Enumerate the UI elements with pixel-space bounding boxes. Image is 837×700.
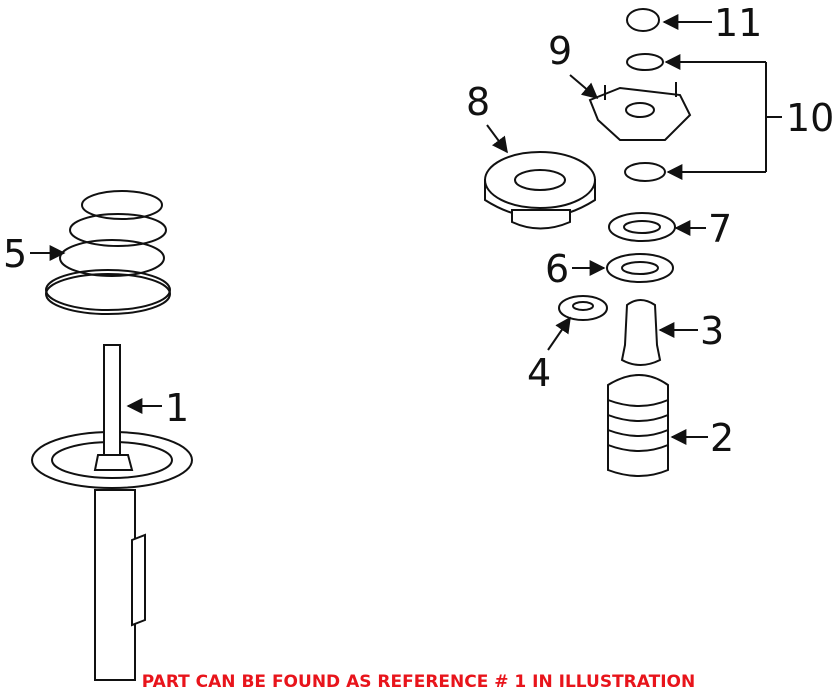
callout-3: 3 bbox=[700, 309, 724, 353]
strut-assembly-part-1 bbox=[31, 344, 193, 681]
bearing-part-7 bbox=[608, 212, 676, 242]
callout-2: 2 bbox=[710, 416, 734, 460]
callout-5: 5 bbox=[3, 232, 27, 276]
seat-part-6 bbox=[606, 253, 674, 283]
callout-7: 7 bbox=[708, 207, 732, 251]
callout-1: 1 bbox=[165, 386, 189, 430]
bump-stop-part-3 bbox=[620, 299, 662, 366]
strut-mount-part-8 bbox=[484, 151, 596, 230]
callout-10: 10 bbox=[786, 96, 834, 140]
washer-upper-part-10 bbox=[626, 53, 664, 71]
callout-11: 11 bbox=[714, 1, 762, 45]
nut-part-11 bbox=[626, 8, 660, 32]
coil-spring-part-5 bbox=[45, 190, 171, 315]
reference-caption: PART CAN BE FOUND AS REFERENCE # 1 IN IL… bbox=[141, 672, 696, 692]
callout-8: 8 bbox=[466, 80, 490, 124]
leader-arrows bbox=[30, 14, 782, 445]
callout-6: 6 bbox=[545, 247, 569, 291]
upper-mount-part-9 bbox=[588, 82, 692, 141]
washer-lower-part-10 bbox=[624, 162, 666, 182]
dust-boot-part-2 bbox=[607, 374, 669, 477]
insulator-part-4 bbox=[558, 295, 608, 321]
callout-4: 4 bbox=[527, 351, 551, 395]
callout-9: 9 bbox=[548, 29, 572, 73]
